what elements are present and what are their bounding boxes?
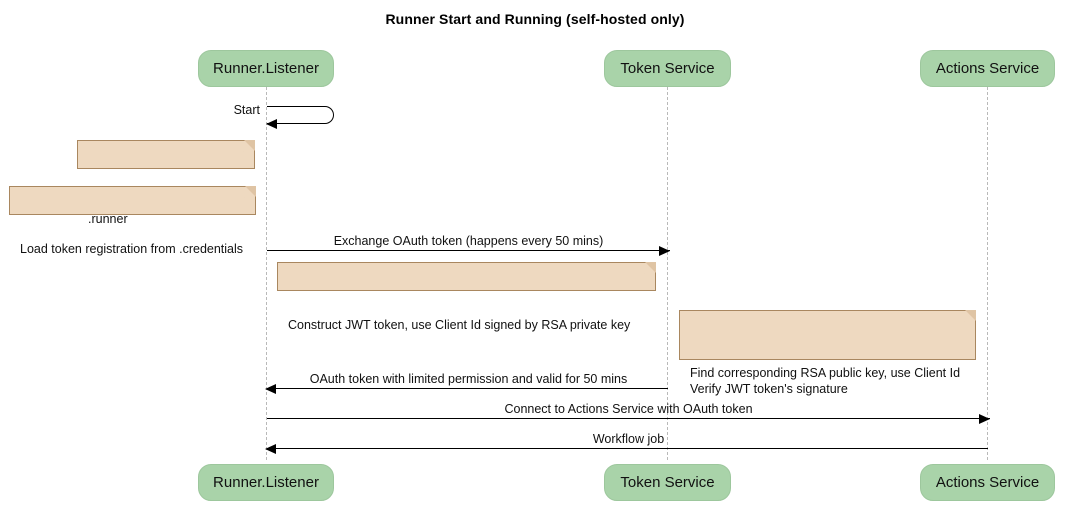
message-start-label: Start — [233, 103, 260, 117]
note-fold-edge-icon — [964, 310, 976, 322]
participant-runner-top[interactable]: Runner.Listener — [198, 50, 334, 87]
message-start-selfloop — [267, 106, 334, 124]
participant-label: Actions Service — [935, 474, 1040, 491]
participant-runner-bottom[interactable]: Runner.Listener — [198, 464, 334, 501]
participant-label: Actions Service — [935, 60, 1040, 77]
message-oauth-token-return-label: OAuth token with limited permission and … — [309, 372, 628, 386]
participant-label: Runner.Listener — [213, 60, 319, 77]
message-connect-actions-arrowhead — [979, 414, 990, 424]
participant-token-top[interactable]: Token Service — [604, 50, 731, 87]
message-connect-actions-line — [267, 418, 990, 419]
lifeline-actions — [987, 87, 988, 460]
message-oauth-token-return-line — [267, 388, 668, 389]
message-start-arrowhead — [266, 119, 277, 129]
participant-token-bottom[interactable]: Token Service — [604, 464, 731, 501]
message-exchange-oauth-line — [267, 250, 670, 251]
note-verify-jwt: Find corresponding RSA public key, use C… — [679, 310, 976, 396]
note-load-token-registration: Load token registration from .credential… — [9, 186, 256, 256]
message-exchange-oauth-arrowhead — [659, 246, 670, 256]
note-text: Find corresponding RSA public key, use C… — [690, 366, 961, 396]
participant-label: Token Service — [620, 474, 715, 491]
message-workflow-job-line — [267, 448, 988, 449]
note-text: Load token registration from .credential… — [20, 242, 244, 256]
page-title: Runner Start and Running (self-hosted on… — [385, 11, 685, 27]
note-text: Construct JWT token, use Client Id signe… — [288, 318, 631, 332]
participant-label: Token Service — [620, 60, 715, 77]
participant-label: Runner.Listener — [213, 474, 319, 491]
message-exchange-oauth-label: Exchange OAuth token (happens every 50 m… — [333, 234, 604, 248]
message-oauth-token-return-arrowhead — [265, 384, 276, 394]
message-connect-actions-label: Connect to Actions Service with OAuth to… — [504, 402, 753, 416]
note-construct-jwt: Construct JWT token, use Client Id signe… — [277, 262, 656, 332]
note-fold-edge-icon — [243, 140, 255, 152]
participant-actions-top[interactable]: Actions Service — [920, 50, 1055, 87]
note-load-config: Load config info from .runner — [77, 140, 255, 226]
participant-actions-bottom[interactable]: Actions Service — [920, 464, 1055, 501]
lifeline-token — [667, 87, 668, 460]
message-workflow-job-label: Workflow job — [592, 432, 665, 446]
note-fold-edge-icon — [244, 186, 256, 198]
lifeline-runner — [266, 87, 267, 460]
note-fold-edge-icon — [644, 262, 656, 274]
message-workflow-job-arrowhead — [265, 444, 276, 454]
